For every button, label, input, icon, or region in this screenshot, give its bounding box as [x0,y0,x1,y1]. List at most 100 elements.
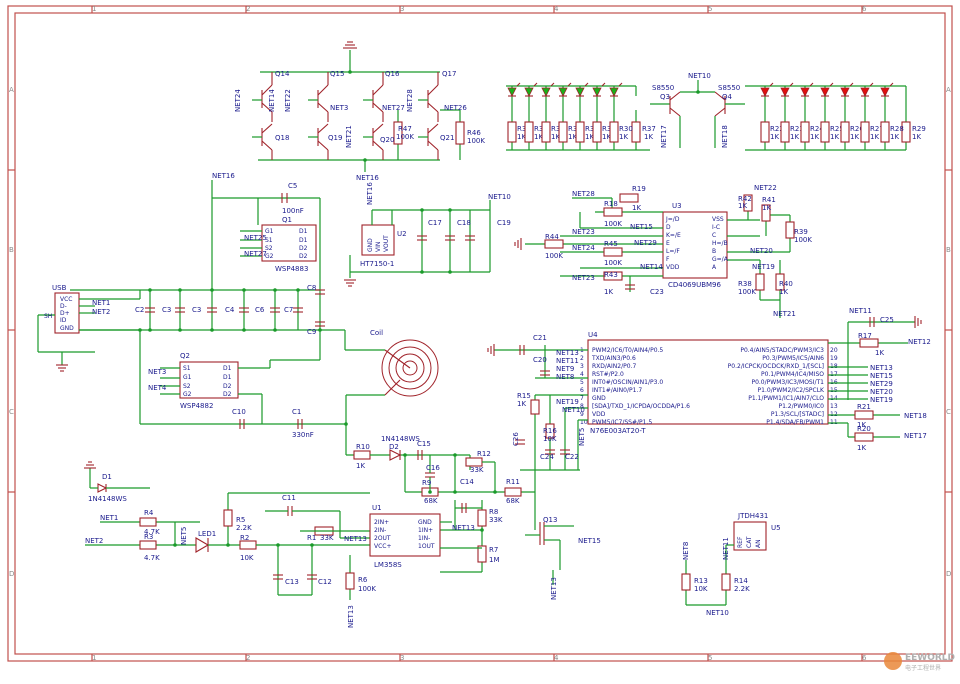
r39-value: 100K [794,236,812,244]
u3-type: CD4069UBM96 [668,281,722,289]
net-label: NET8 [556,373,574,381]
resistor-r38 [755,273,765,291]
resistor-r11 [504,487,522,497]
led-icon [860,87,870,97]
resistor-r6 [345,572,355,590]
resistor-r13 [681,573,691,591]
q1-type: WSP4883 [275,265,308,273]
u1-pin: 1IN- [418,535,430,542]
r44-value: 100K [545,252,563,260]
led-resistor-value: 1K [534,133,543,141]
c15-label: C15 [417,440,431,448]
ic-u3: U3 CD4069UBM96 J=/D D K=/E E L=/F F VDD … [514,184,812,318]
led-resistor [760,121,770,143]
q18-label: Q18 [275,134,289,142]
c18-label: C18 [457,219,471,227]
led-resistor-value: 1K [602,133,611,141]
r42-value: 1K [738,202,747,210]
u1-pin: 1IN+ [418,527,433,534]
r38-value: 100K [738,288,756,296]
net-label: NET2 [85,537,103,545]
net-label: NET23 [572,274,595,282]
grid-col-1-bottom: 1 [92,654,96,662]
usb-pin: VCC [60,296,72,303]
diode-d2 [389,449,402,461]
u4-pin-left: PWM2/IC6/T0/AIN4/P0.5 [592,347,663,354]
net-label: NET22 [754,184,777,192]
led-resistor [840,121,850,143]
led-resistor [820,121,830,143]
c5-label: C5 [288,182,297,190]
resistor-r37 [631,121,641,143]
led-resistor-value: 1K [551,133,560,141]
net-label: NET19 [870,396,893,404]
net-label: NET28 [406,89,414,112]
r10-label: R10 [356,443,370,451]
q1-pin: D2 [299,245,308,252]
grid-col-2-bottom: 2 [246,654,250,662]
r42-label: R42 [738,195,752,203]
r18-value: 100K [604,220,622,228]
u4-pin-right: P1.2/PWM0/IC0 [778,403,824,410]
led-resistor-label: R31 [602,125,616,133]
usb-pin: D- [60,303,67,310]
u1-type: LM358S [374,561,402,569]
reference-u5: JTDH431 U5 REF CAT AN NET8 NET11 R13 10K… [681,512,781,617]
q3-type: S8550 [652,84,674,92]
led1-label: LED1 [198,530,216,538]
c5-value: 100nF [282,207,304,215]
net-label: NET3 [148,368,166,376]
resistor-r45 [603,247,623,257]
net-label: NET21 [345,125,353,148]
net-label: NET15 [630,223,653,231]
resistor-r12 [465,457,483,467]
grid-col-2: 2 [246,5,250,13]
r4-value: 4.7K [144,528,160,536]
q21-label: Q21 [440,134,454,142]
net-label: NET26 [444,104,467,112]
u4-pin-left: INT0#/OSCIN/AIN1/P3.0 [592,379,663,386]
r41-label: R41 [762,196,776,204]
u4-pin-number: 8 [580,403,584,410]
c1-label: C1 [292,408,301,416]
net-label: NET13 [344,535,367,543]
c4-label: C4 [225,306,235,314]
usb-pin: SH [44,313,52,320]
r16-label: R16 [543,427,557,435]
led-resistor-label: R27 [870,125,884,133]
resistor-r19 [619,193,639,203]
grid-col-3: 3 [400,5,404,13]
net-label: NET11 [556,357,579,365]
led-resistor-label: R26 [850,125,864,133]
c13-label: C13 [285,578,299,586]
u2-pin: VIN [375,242,382,252]
q1-pin: D1 [299,237,308,244]
led-resistor [800,121,810,143]
opamp-u1 [369,513,441,557]
q19-label: Q19 [328,134,342,142]
u4-pin-right: P1.3/SCL/[STADC] [771,411,824,418]
net-label: NET16 [356,174,379,182]
d2-label: D2 [389,443,399,451]
c21-label: C21 [533,334,547,342]
grid-row-b-right: B [946,246,951,254]
led-resistor-label: R34 [551,125,565,133]
led-resistor-value: 1K [890,133,899,141]
net-label: NET10 [488,193,511,201]
resistor-r7 [477,545,487,563]
u3-pin: E [666,240,670,247]
led-resistor-label: R30 [619,125,633,133]
u5-type: JTDH431 [737,512,768,520]
net-label: NET14 [268,89,276,112]
u4-pin-number: 5 [580,379,584,386]
u3-pin: L=/F [666,248,680,255]
r46-label: R46 [467,129,481,137]
grid-col-5-bottom: 5 [708,654,712,662]
mcu-u4: U4 N76E003AT20-T PWM2/IC6/T0/AIN4/P0.51T… [487,307,931,471]
r14-label: R14 [734,577,748,585]
net-label: NET5 [180,527,188,545]
q2-pin: S2 [183,383,191,390]
r21-value: 1K [857,421,866,429]
led-resistor-value: 1K [517,133,526,141]
r16-value: 10K [543,435,557,443]
